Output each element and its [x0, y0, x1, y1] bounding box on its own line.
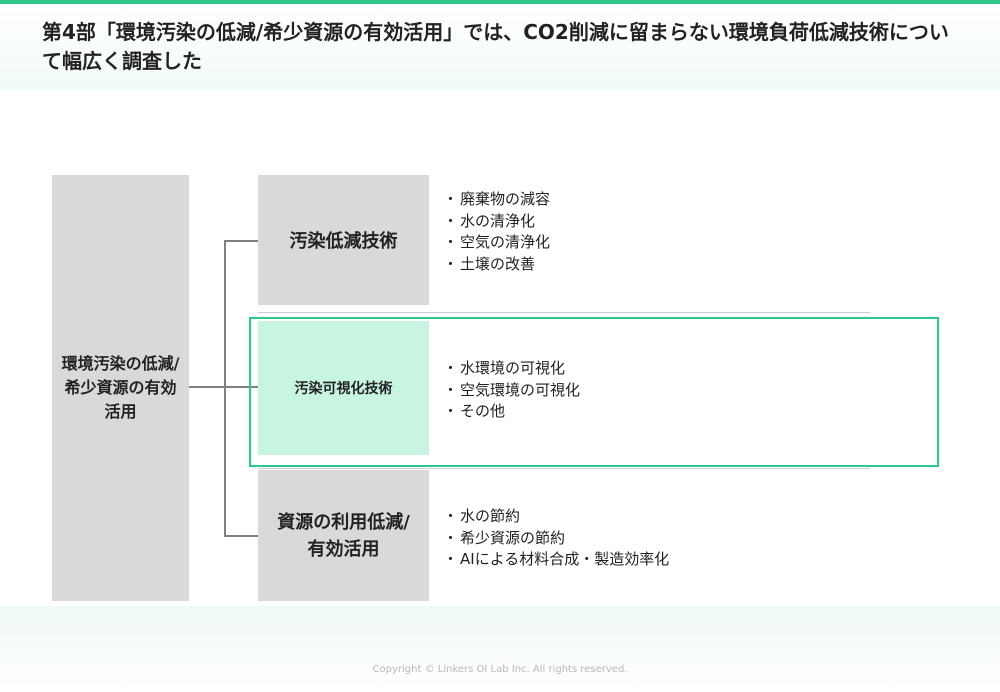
- branch-1-connector: [224, 240, 258, 242]
- top-accent-rule: [0, 0, 1000, 4]
- branch-3-item-list: 水の節約 希少資源の節約 AIによる材料合成・製造効率化: [443, 506, 669, 571]
- branch-1-item-list: 廃棄物の減容 水の清浄化 空気の清浄化 土壌の改善: [443, 189, 550, 275]
- root-connector: [189, 386, 226, 388]
- list-item: 空気環境の可視化: [443, 380, 580, 402]
- branch-2-item-list: 水環境の可視化 空気環境の可視化 その他: [443, 358, 580, 423]
- branch-label: 汚染可視化技術: [294, 381, 393, 397]
- branch-label: 汚染低減技術: [289, 231, 398, 252]
- copyright-text: Copyright © Linkers OI Lab Inc. All righ…: [372, 664, 628, 675]
- row-divider: [258, 312, 870, 313]
- row-divider: [258, 468, 870, 469]
- branch-label: 資源の利用低減/有効活用: [277, 511, 410, 560]
- list-item: その他: [443, 401, 580, 423]
- list-item: 空気の清浄化: [443, 232, 550, 254]
- list-item: AIによる材料合成・製造効率化: [443, 549, 669, 571]
- header-band: [0, 4, 1000, 90]
- branch-2-connector: [224, 386, 258, 388]
- branch-node-resource-efficiency: 資源の利用低減/有効活用: [258, 470, 429, 601]
- branch-node-pollution-reduction: 汚染低減技術: [258, 175, 429, 305]
- root-node-label: 環境汚染の低減/希少資源の有効活用: [61, 354, 180, 421]
- list-item: 水の清浄化: [443, 211, 550, 233]
- list-item: 水環境の可視化: [443, 358, 580, 380]
- branch-node-pollution-visualization: 汚染可視化技術: [258, 321, 429, 455]
- list-item: 土壌の改善: [443, 254, 550, 276]
- page-title: 第4部「環境汚染の低減/希少資源の有効活用」では、CO2削減に留まらない環境負荷…: [42, 20, 949, 73]
- list-item: 希少資源の節約: [443, 528, 669, 550]
- highlight-frame: [249, 317, 939, 467]
- trunk-connector: [224, 240, 226, 537]
- list-item: 水の節約: [443, 506, 669, 528]
- root-node: 環境汚染の低減/希少資源の有効活用: [52, 175, 189, 601]
- branch-3-connector: [224, 535, 258, 537]
- list-item: 廃棄物の減容: [443, 189, 550, 211]
- footer-band: [0, 606, 1000, 692]
